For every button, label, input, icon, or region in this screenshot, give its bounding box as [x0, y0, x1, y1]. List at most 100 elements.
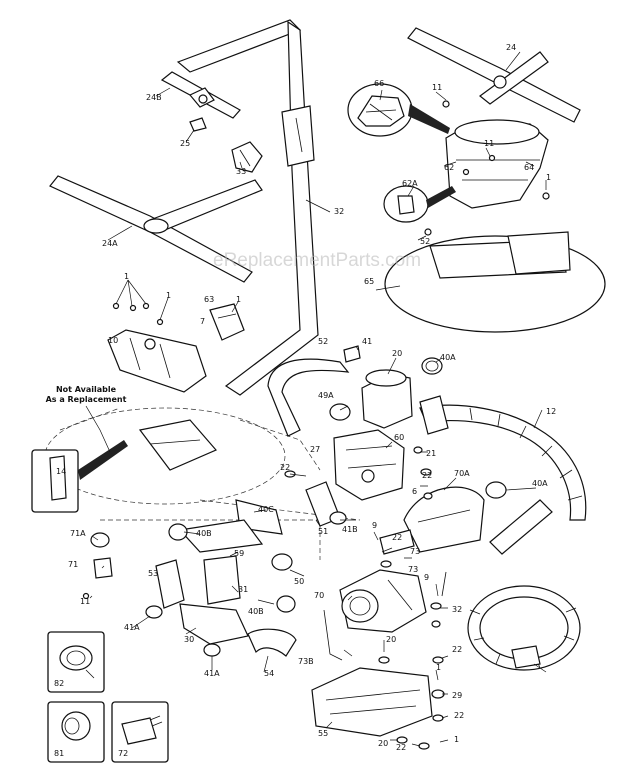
tube-53 [155, 559, 185, 609]
clamp-40a-top [421, 357, 443, 375]
callout-22: 22 [452, 645, 462, 654]
small-hardware [82, 100, 550, 750]
callout-11: 11 [484, 139, 494, 148]
inset-label-81: 81 [54, 749, 64, 758]
callout-11: 11 [80, 597, 90, 606]
callout-71a: 71A [70, 529, 86, 538]
clamp-49a [329, 403, 351, 421]
callout-66: 66 [374, 79, 384, 88]
lower-spray-arm-24a [49, 175, 263, 283]
callout-33: 33 [236, 167, 246, 176]
callout-40a: 40A [532, 479, 548, 488]
note-line-2: As a Replacement [46, 395, 127, 404]
callout-54: 54 [264, 669, 274, 678]
screws-1-left [112, 279, 239, 326]
callout-73: 73 [410, 547, 420, 556]
not-available-note: Not Available As a Replacement [46, 385, 127, 453]
callout-29: 29 [452, 691, 462, 700]
callout-55: 55 [318, 729, 328, 738]
note-line-1: Not Available [56, 385, 117, 394]
clamp-50 [271, 553, 293, 571]
callout-40c: 40C [258, 505, 274, 514]
upper-spray-arm-24b [160, 71, 241, 119]
callout-62a: 62A [402, 179, 418, 188]
callout-12: 12 [546, 407, 556, 416]
callout-22: 22 [392, 533, 402, 542]
inset-72 [111, 701, 169, 763]
callout-24b: 24B [146, 93, 162, 102]
part-25 [189, 117, 207, 132]
callout-22: 22 [280, 463, 290, 472]
callout-10: 10 [108, 336, 118, 345]
callout-21: 21 [426, 449, 436, 458]
filter-housing-62 [445, 119, 549, 209]
callout-1: 1 [436, 663, 441, 672]
callout-22: 22 [454, 711, 464, 720]
callout-6: 6 [412, 487, 417, 496]
callout-73b: 73B [298, 657, 314, 666]
callout-22: 22 [422, 471, 432, 480]
callout-14: 14 [56, 467, 66, 476]
callout-1: 1 [454, 735, 459, 744]
bracket-10 [107, 329, 207, 393]
bracket-63 [209, 303, 245, 341]
cover-70a [403, 486, 485, 553]
callout-62: 62 [444, 163, 454, 172]
inset-81 [47, 701, 105, 763]
callout-50: 50 [294, 577, 304, 586]
clamp-40b [168, 523, 188, 541]
callout-41: 41 [362, 337, 372, 346]
callout-64: 64 [524, 163, 534, 172]
part-71 [93, 557, 113, 579]
callout-60: 60 [394, 433, 404, 442]
callout-1: 1 [546, 173, 551, 182]
inset-label-82: 82 [54, 679, 64, 688]
callout-24: 24 [506, 43, 516, 52]
middle-spray-arm-24 [407, 27, 581, 123]
clamp-41a [145, 605, 221, 657]
callout-11: 11 [432, 83, 442, 92]
callout-1: 1 [166, 291, 171, 300]
hose-54 [247, 628, 297, 657]
callout-9: 9 [424, 573, 429, 582]
callout-32: 32 [452, 605, 462, 614]
callout-32: 32 [334, 207, 344, 216]
callout-25: 25 [180, 139, 190, 148]
clamp-41 [343, 345, 361, 363]
clamp-40b-lower [276, 595, 296, 613]
pump-20-top [361, 369, 413, 429]
part-73 [379, 529, 415, 555]
callout-9: 9 [372, 521, 377, 530]
callout-27: 27 [310, 445, 320, 454]
callout-24a: 24A [102, 239, 118, 248]
inset-82 [47, 631, 105, 693]
tube-59 [178, 519, 264, 553]
callout-40b: 40B [248, 607, 264, 616]
callout-1: 1 [236, 295, 241, 304]
callout-71: 71 [68, 560, 78, 569]
callout-70: 70 [314, 591, 324, 600]
corrugated-hose-12 [419, 395, 587, 555]
filter-screen-65 [384, 231, 606, 333]
manifold-30 [179, 603, 249, 645]
inset-label-72: 72 [118, 749, 128, 758]
coiled-hose-13 [467, 585, 581, 671]
callout-52: 52 [420, 237, 430, 246]
part-33 [231, 141, 263, 173]
detail-66-bubble [347, 83, 450, 137]
detail-62a-bubble [383, 185, 456, 223]
callout-52: 52 [318, 337, 328, 346]
watermark: eReplacementParts.com [213, 250, 421, 271]
callout-40b: 40B [196, 529, 212, 538]
callout-40a: 40A [440, 353, 456, 362]
leader-lines [89, 51, 547, 747]
callout-41a: 41A [204, 669, 220, 678]
clamp-40a-right [485, 481, 507, 499]
callout-51: 51 [318, 527, 328, 536]
supply-tube-32 [176, 19, 319, 396]
callout-53: 53 [148, 569, 158, 578]
callout-41a: 41A [124, 623, 140, 632]
clamp-41b [329, 511, 347, 525]
